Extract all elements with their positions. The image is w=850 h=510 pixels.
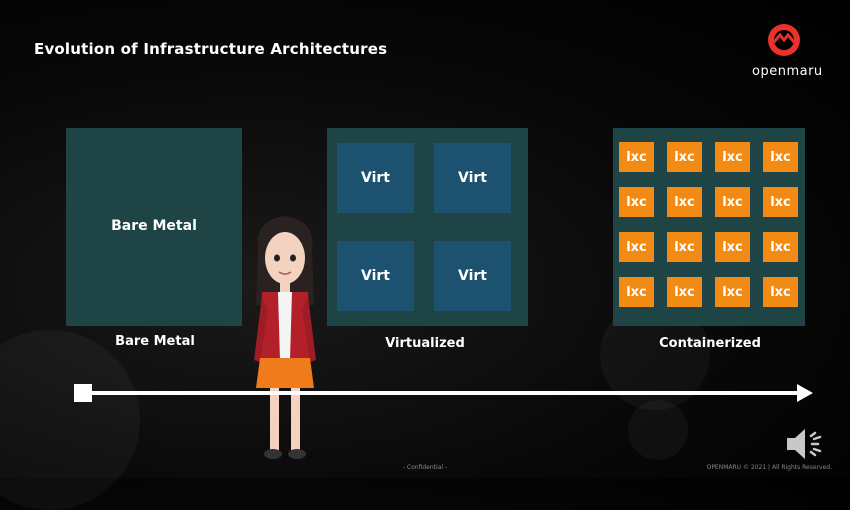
lxc-container-block: lxc — [715, 277, 750, 307]
lxc-container-block: lxc — [763, 232, 798, 262]
virtualized-box: Virt Virt Virt Virt — [327, 128, 528, 326]
bare-metal-caption: Bare Metal — [115, 334, 195, 349]
bare-metal-box: Bare Metal — [66, 128, 242, 326]
footer-confidential: - Confidential - — [402, 464, 448, 471]
bare-metal-box-label: Bare Metal — [111, 218, 197, 234]
lxc-container-block: lxc — [715, 142, 750, 172]
logo-wordmark: openmaru — [752, 64, 823, 79]
vm-block: Virt — [434, 241, 511, 311]
presenter-character — [254, 216, 316, 459]
lxc-container-block: lxc — [667, 232, 702, 262]
speaker-icon[interactable] — [783, 424, 827, 464]
timeline-arrow-line — [83, 391, 799, 395]
vm-block: Virt — [337, 143, 414, 213]
logo-mark-icon — [768, 24, 800, 56]
lxc-container-block: lxc — [667, 187, 702, 217]
containerized-caption: Containerized — [659, 336, 761, 351]
lxc-container-block: lxc — [619, 187, 654, 217]
timeline-start-marker — [74, 384, 92, 402]
virtualized-caption: Virtualized — [385, 336, 465, 351]
lxc-container-block: lxc — [619, 277, 654, 307]
lxc-container-block: lxc — [619, 232, 654, 262]
openmaru-logo: openmaru — [752, 22, 823, 79]
lxc-container-block: lxc — [667, 277, 702, 307]
vm-block: Virt — [434, 143, 511, 213]
vm-block: Virt — [337, 241, 414, 311]
lxc-container-block: lxc — [619, 142, 654, 172]
slide-title: Evolution of Infrastructure Architecture… — [34, 40, 388, 58]
footer-copyright: OPENMARU © 2021 | All Rights Reserved. — [706, 464, 832, 471]
lxc-container-block: lxc — [763, 187, 798, 217]
lxc-container-block: lxc — [715, 232, 750, 262]
timeline-arrow-head — [797, 384, 813, 402]
bokeh-circle — [0, 330, 140, 510]
lxc-container-block: lxc — [667, 142, 702, 172]
bokeh-circle — [628, 400, 688, 460]
lxc-container-block: lxc — [715, 187, 750, 217]
lxc-container-block: lxc — [763, 277, 798, 307]
lxc-container-block: lxc — [763, 142, 798, 172]
